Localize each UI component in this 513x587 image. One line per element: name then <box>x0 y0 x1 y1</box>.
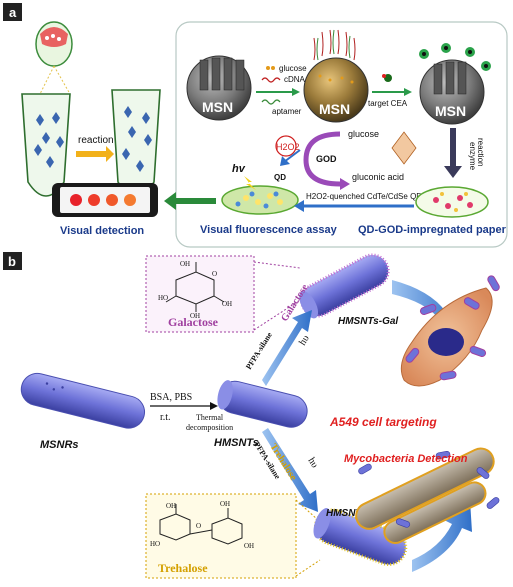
cdna-label: cDNA <box>284 75 306 84</box>
trehalose-structure-box: OH OH HO O OH Trehalose <box>145 493 321 579</box>
enzyme-reaction-arrow: enzyme reaction <box>444 128 485 178</box>
svg-text:HO: HO <box>150 540 160 548</box>
galactose-structure-box: OH O HO OH OH Galactose <box>145 255 301 333</box>
fluorescence-plate: hv QD <box>221 163 299 215</box>
panel-b: b OH O HO OH OH Galactose HMSNTs-Gal <box>3 252 500 579</box>
god-cycle: GOD H2O2 gluconic acid <box>275 131 404 190</box>
galactose-label: Galactose <box>168 315 219 329</box>
msn-label-1: MSN <box>202 99 233 115</box>
pfpa-silane-up: PFPA-silane <box>244 330 274 371</box>
impregnated-paper <box>415 186 489 218</box>
visual-detection-label: Visual detection <box>60 225 144 237</box>
thermal-label: Thermal <box>196 413 224 422</box>
detection-dot-3 <box>106 194 118 206</box>
panel-a-tag-box <box>3 3 22 21</box>
visual-fluorescence-label: Visual fluorescence assay <box>200 224 338 236</box>
bsa-arrow: BSA, PBS r.t. Thermal decomposition <box>150 392 233 432</box>
mycobacteria-label: Mycobacteria Detection <box>344 453 468 465</box>
hmsnts-gal-tube: HMSNTs-Gal <box>299 253 398 327</box>
reagent-legend: glucose cDNA aptamer <box>256 64 307 116</box>
glucose2-label: glucose <box>348 129 379 139</box>
target-cea-arrow: target CEA <box>368 74 412 108</box>
target-cea-label: target CEA <box>368 99 408 108</box>
decomposition-label: decomposition <box>186 423 233 432</box>
panel-a-frame <box>175 21 508 248</box>
hmsnts-label: HMSNTs <box>214 437 259 449</box>
svg-text:OH: OH <box>244 542 254 550</box>
svg-text:OH: OH <box>166 502 176 510</box>
msnrs-label: MSNRs <box>40 439 79 451</box>
mycobacteria <box>355 447 500 544</box>
panel-a: a reaction <box>3 3 508 248</box>
detection-dot-4 <box>124 194 136 206</box>
msnrs-rod: MSNRs <box>20 372 146 451</box>
hmsnts-tube: HMSNTs <box>214 380 308 449</box>
panel-b-tag-box <box>3 252 22 270</box>
hv-label-a: hv <box>232 163 246 175</box>
impregnated-paper-label: QD-GOD-impregnated paper <box>358 224 507 236</box>
svg-text:HO: HO <box>158 294 168 302</box>
a549-cell <box>400 275 500 387</box>
svg-text:OH: OH <box>220 500 230 508</box>
bsa-pbs-label: BSA, PBS <box>150 392 192 403</box>
hv-down-label: hυ <box>305 456 320 470</box>
enzyme-label: enzyme <box>468 142 477 171</box>
msn-sphere-1: MSN <box>186 55 252 121</box>
quenched-arrow: H2O2-quenched CdTe/CdSe QD <box>294 192 422 212</box>
h2o2-label: H2O2 <box>276 142 300 152</box>
svg-text:O: O <box>212 270 217 278</box>
god-label: GOD <box>316 154 337 164</box>
reaction-label-2: reaction <box>476 138 485 166</box>
detection-dot-1 <box>70 194 82 206</box>
qd-label: QD <box>274 173 286 182</box>
rt-label: r.t. <box>160 412 171 423</box>
panel-b-tag: b <box>8 254 16 269</box>
msn-label-2: MSN <box>319 101 350 117</box>
svg-text:OH: OH <box>180 260 190 268</box>
svg-text:O: O <box>196 522 201 530</box>
tre-to-bacteria-arrow <box>412 500 472 572</box>
phone-display <box>52 183 158 217</box>
msn-label-3: MSN <box>435 103 466 119</box>
tube-before <box>21 93 71 197</box>
msn-sphere-2: MSN <box>303 29 369 123</box>
glucose-diamond: glucose <box>348 129 417 165</box>
reaction-label: reaction <box>78 135 114 146</box>
a549-label: A549 cell targeting <box>329 415 437 429</box>
hmsnts-gal-label: HMSNTs-Gal <box>338 316 398 327</box>
gluconic-acid-label: gluconic acid <box>352 172 404 182</box>
svg-text:OH: OH <box>222 300 232 308</box>
zoom-droplet <box>35 21 73 95</box>
detection-dot-2 <box>88 194 100 206</box>
to-detection-arrow <box>164 192 216 210</box>
msn-sphere-3: MSN <box>419 43 491 125</box>
reaction-arrow: reaction <box>76 135 114 162</box>
svg-text:OH: OH <box>190 312 200 320</box>
aptamer-label: aptamer <box>272 107 302 116</box>
quenched-label: H2O2-quenched CdTe/CdSe QD <box>306 192 422 201</box>
trehalose-label: Trehalose <box>158 561 208 575</box>
panel-a-tag: a <box>9 5 17 20</box>
tube-after <box>111 89 161 197</box>
hv-up-label: hυ <box>297 333 312 347</box>
glucose-label: glucose <box>279 64 307 73</box>
